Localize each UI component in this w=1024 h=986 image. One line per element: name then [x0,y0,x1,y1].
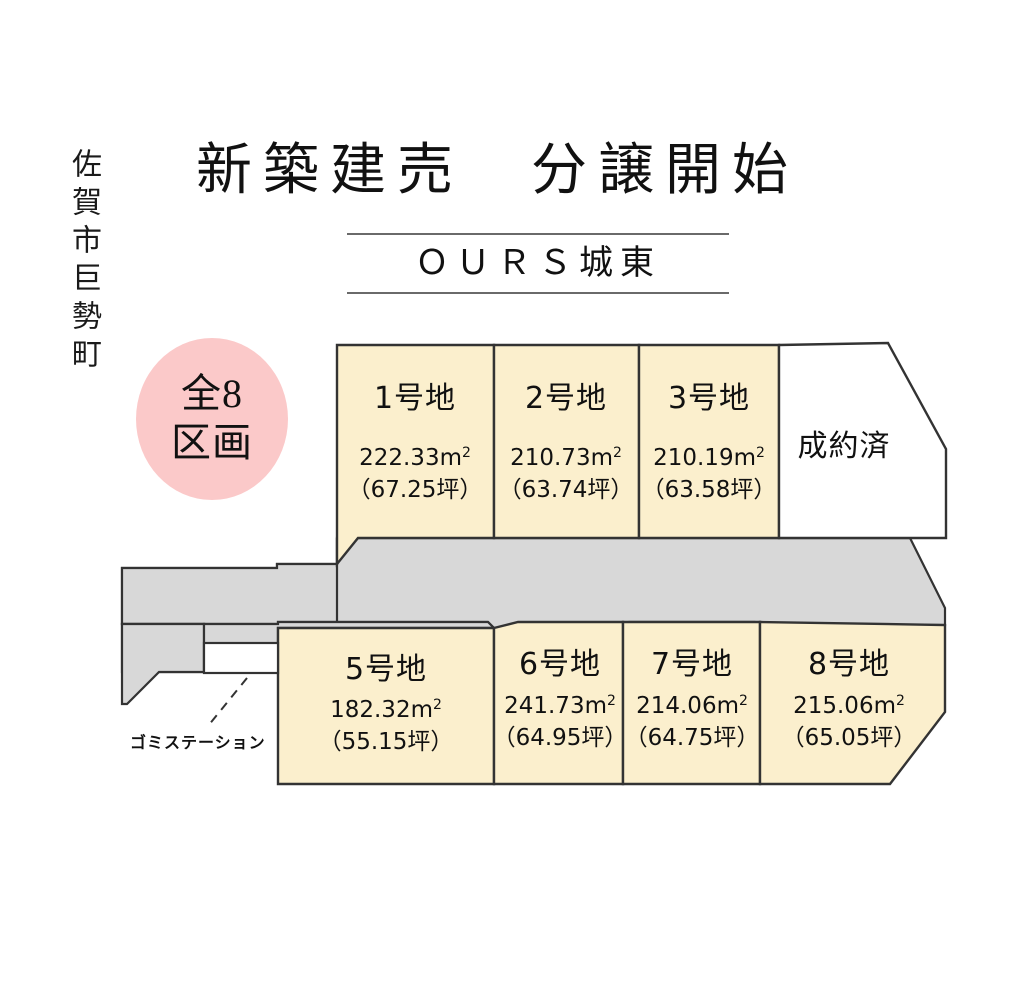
location-vertical-text: 佐賀市巨勢町 [67,148,100,376]
lot-7-name: 7号地 [651,647,733,682]
lot-3-area: 210.19m2 [653,445,765,471]
road-left-taper [120,622,206,706]
lot-5-area: 182.32m2 [330,697,442,723]
garbage-station-box[interactable] [202,641,280,675]
badge-line-1: 全8 [181,371,243,417]
page-title: 新築建売 分譲開始 [196,140,799,202]
garbage-station-leader-line [207,677,248,727]
road-wedge-upper-left [120,538,339,626]
lot-row-bottom: 5号地 182.32m2 （55.15坪） 6号地 241.73m2 （64.9… [276,620,947,786]
badge-line-2: 区画 [171,420,253,465]
lot-2-tsubo: （63.74坪） [499,477,634,503]
lot-1-shape[interactable] [335,343,496,568]
lot-8-tsubo: （65.05坪） [782,725,917,751]
lot-row-top: 1号地 222.33m2 （67.25坪） 2号地 210.73m2 （63.7… [335,341,948,568]
lot-8-area: 215.06m2 [793,693,905,719]
lot-7-tsubo: （64.75坪） [625,725,760,751]
lot-2-name: 2号地 [525,381,607,416]
lot-4-sold-shape[interactable] [777,341,948,540]
lot-7-area: 214.06m2 [636,693,748,719]
lot-8-shape[interactable] [758,620,947,786]
lot-1-tsubo: （67.25坪） [348,477,483,503]
lot-6-name: 6号地 [519,647,601,682]
lot-5-tsubo: （55.15坪） [319,729,454,755]
lot-3-shape[interactable] [637,343,781,540]
lot-3-name: 3号地 [668,381,750,416]
lot-1-name: 1号地 [374,381,456,416]
lot-8-name: 8号地 [808,647,890,682]
subtitle-rule-top [347,233,729,235]
subtitle-rule-bottom [347,291,729,294]
lot-1-area: 222.33m2 [359,445,471,471]
lot-4-status-label: 成約済 [798,429,891,464]
subtitle-block: ＯＵＲＳ城東 [347,233,729,294]
lot-2-shape[interactable] [492,343,641,540]
garbage-station-label: ゴミステーション [130,733,266,752]
lot-3-tsubo: （63.58坪） [642,477,777,503]
lot-5-name: 5号地 [345,652,427,687]
project-name: ＯＵＲＳ城東 [415,245,661,282]
total-lots-badge: 全8 区画 [136,338,288,500]
lot-2-area: 210.73m2 [510,445,622,471]
lot-6-tsubo: （64.95坪） [493,725,628,751]
lot-6-area: 241.73m2 [504,693,616,719]
